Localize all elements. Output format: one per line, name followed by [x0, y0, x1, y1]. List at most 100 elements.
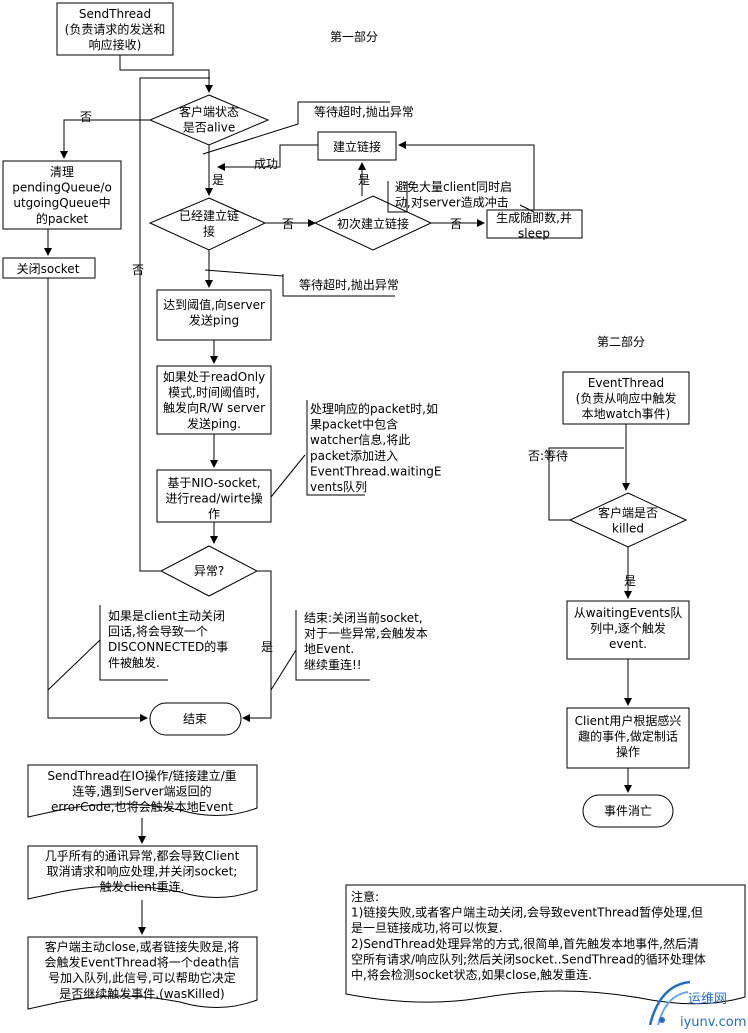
text-line: killed: [612, 522, 644, 536]
watermark-site: iyunv.com: [680, 1015, 746, 1030]
edge-label-yes-3: 是: [261, 640, 273, 654]
text-line: 基于NIO-socket,: [167, 476, 260, 490]
event-end-terminator: [582, 794, 674, 828]
note3-box: [27, 936, 258, 1010]
text-line: EventThread.waitingE: [310, 464, 442, 478]
first-connect-diamond-text: 初次建立链接: [337, 216, 409, 231]
text-line: 客户端主动close,或者链接失败是,将: [45, 939, 240, 954]
edge-sleep-to-establish: [398, 141, 535, 210]
text-line: DISCONNECTED的事: [108, 639, 228, 654]
annotation-connector-4: [270, 454, 306, 498]
text-line: 发送ping: [189, 313, 239, 328]
text-line: 响应接收): [89, 37, 142, 52]
text-line: 几乎所有的通讯异常,都会导致Client: [45, 848, 240, 863]
edge-close-to-end: [47, 278, 148, 722]
text-line: 趣的事件,做定制话: [578, 729, 678, 744]
text-line: 动,对server造成冲击: [395, 195, 509, 210]
edge-label-yes-2: 是: [358, 173, 370, 187]
sendthread-box: [56, 2, 174, 56]
annotation-bracket-3: [282, 274, 395, 297]
text-line: 连等,遇到Server端返回的: [72, 784, 211, 799]
first-connect-diamond: [313, 195, 433, 251]
edge-establish-success: [217, 144, 318, 171]
note2-box: [27, 845, 258, 900]
text-line: 操作: [616, 744, 640, 759]
text-line: 对于一些异常,会触发本: [304, 626, 428, 641]
watermark-brand: 运维网: [688, 992, 727, 1007]
annotation-bracket-2: [387, 181, 408, 213]
annotation-connector-1: [202, 102, 299, 155]
killed-diamond: [568, 492, 688, 548]
text-line: 事件消亡: [604, 804, 652, 818]
exception-diamond-text: 异常?: [194, 564, 224, 578]
readonly-ping-box: [156, 365, 272, 435]
edge-label-yes-4: 是: [624, 574, 636, 588]
text-line: 进行read/wirte操: [165, 491, 262, 506]
text-line: 会触发EventThread将一个death信: [44, 955, 239, 970]
edge-exception-no: [139, 77, 210, 572]
text-line: packet添加进入: [310, 449, 398, 463]
edge-label-no-wait: 否:等待: [528, 449, 568, 463]
text-line: (负责请求的发送和: [65, 22, 166, 37]
note1-box: [27, 764, 258, 818]
text-line: 处理响应的packet时,如: [310, 401, 438, 416]
text-line: 从waitingEvents队: [574, 605, 682, 620]
client-process-text: Client用户根据感兴趣的事件,做定制话操作: [575, 713, 682, 759]
section-title-part2: 第二部分: [597, 334, 645, 349]
text-line: 如果处于readOnly: [163, 369, 266, 384]
text-line: 是否alive: [183, 121, 236, 135]
annotation-connector-6: [270, 649, 297, 691]
client-process-box: [566, 707, 690, 769]
text-line: 结束: [183, 712, 207, 726]
text-line: 注意:: [351, 889, 379, 904]
text-line: errorCode,也将会触发本地Event: [51, 799, 233, 814]
close-socket-box: [2, 257, 96, 279]
section-title-part1: 第一部分: [330, 29, 378, 44]
exception-diamond: [159, 545, 259, 597]
annotation-connector-2: [519, 204, 535, 213]
text-line: 清理: [50, 165, 74, 179]
edge-exception-yes: [242, 570, 272, 722]
text-line: sleep: [518, 227, 550, 241]
text-line: 发送ping.: [187, 416, 241, 431]
text-line: vents队列: [310, 479, 367, 494]
text-line: EventThread: [588, 376, 664, 390]
text-line: watcher信息,将此: [310, 432, 410, 447]
text-line: 1)链接失败,或者客户端主动关闭,会导致eventThread暂停处理,但: [351, 905, 703, 920]
edge-label-no-1: 否: [80, 110, 92, 124]
text-line: 是否继续触发事件.(wasKilled): [59, 986, 224, 1001]
text-line: 继续重连!!: [304, 657, 362, 672]
text-line: 中,将会检测socket状态,如果close,触发重连.: [351, 967, 592, 982]
annotation-end-close: 结束:关闭当前socket,对于一些异常,会触发本地Event.继续重连!!: [304, 610, 428, 672]
edge-label-no-4: 否: [132, 263, 144, 277]
eventthread-box: [562, 371, 690, 425]
text-line: 地Event.: [304, 642, 354, 656]
annotation-avoid-flood: 避免大量client同时启动,对server造成冲击: [395, 179, 512, 210]
close-socket-text: 关闭socket: [17, 262, 80, 276]
establish-link-box: [317, 131, 397, 161]
annotation-wait-timeout-1: 等待超时,抛出异常: [314, 104, 414, 119]
edge-label-no-2: 否: [282, 217, 294, 231]
random-sleep-box: [486, 209, 583, 239]
text-line: (负责从响应中触发: [576, 391, 677, 406]
text-line: 如果是client主动关闭: [108, 608, 225, 623]
alive-diamond-text: 客户端状态是否alive: [179, 104, 239, 135]
edge-label-success: 成功: [254, 157, 278, 171]
annotation-wait-timeout-2: 等待超时,抛出异常: [299, 277, 399, 292]
clear-queue-box: [2, 160, 122, 230]
text-line: 结束:关闭当前socket,: [304, 610, 423, 625]
nio-rw-box: [156, 469, 272, 523]
text-line: 避免大量client同时启: [395, 179, 512, 194]
note4-box: [345, 884, 746, 1005]
watermark-logo: [648, 980, 691, 1026]
